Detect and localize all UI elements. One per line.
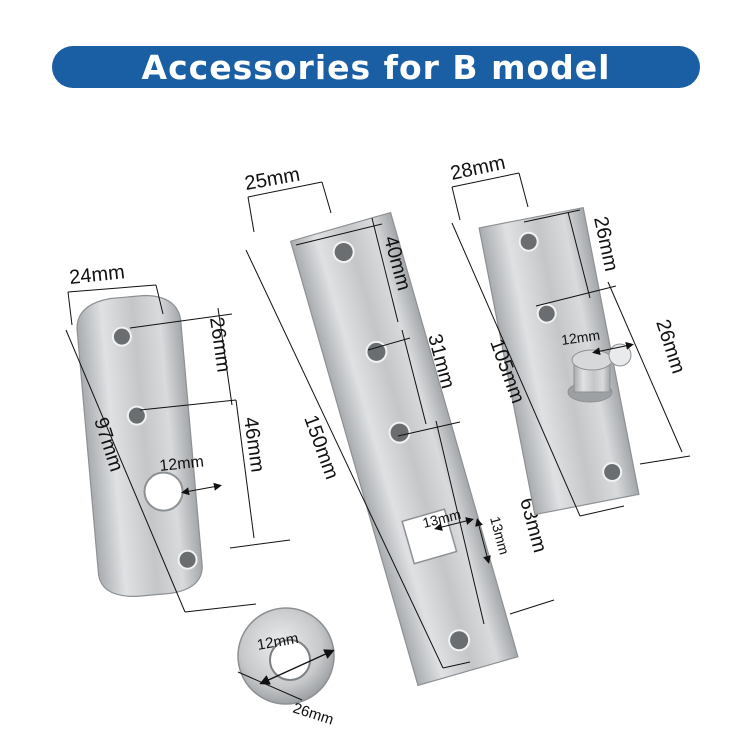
plate-middle	[289, 211, 519, 687]
plate-middle-dimensions	[245, 181, 555, 669]
plate-right-dimensions	[451, 172, 691, 517]
washer-inner-label: 12mm	[256, 630, 300, 654]
plate-right-width-label: 28mm	[448, 152, 507, 185]
plate-left-hole-top-label: 26mm	[205, 316, 235, 374]
title-banner: Accessories for B model	[52, 46, 700, 88]
plate-right-pin	[567, 343, 632, 403]
washer	[237, 607, 335, 705]
plate-left-hole-mid-label: 46mm	[239, 416, 269, 474]
plate-right-hole2-label: 26mm	[651, 317, 689, 377]
plate-right	[478, 206, 640, 516]
washer-outer-label: 26mm	[291, 700, 336, 729]
plate-right-pin-label: 12mm	[560, 327, 601, 348]
plate-middle-square-height-label: 13mm	[487, 515, 513, 557]
banner-title: Accessories for B model	[141, 47, 611, 87]
plate-middle-width-label: 25mm	[243, 164, 302, 195]
plate-left-big-hole-label: 12mm	[159, 453, 205, 475]
plate-left-dimensions	[65, 284, 291, 613]
plate-middle-length-label: 150mm	[299, 412, 342, 482]
plate-left-width-label: 24mm	[68, 261, 126, 289]
plate-left	[76, 294, 203, 597]
